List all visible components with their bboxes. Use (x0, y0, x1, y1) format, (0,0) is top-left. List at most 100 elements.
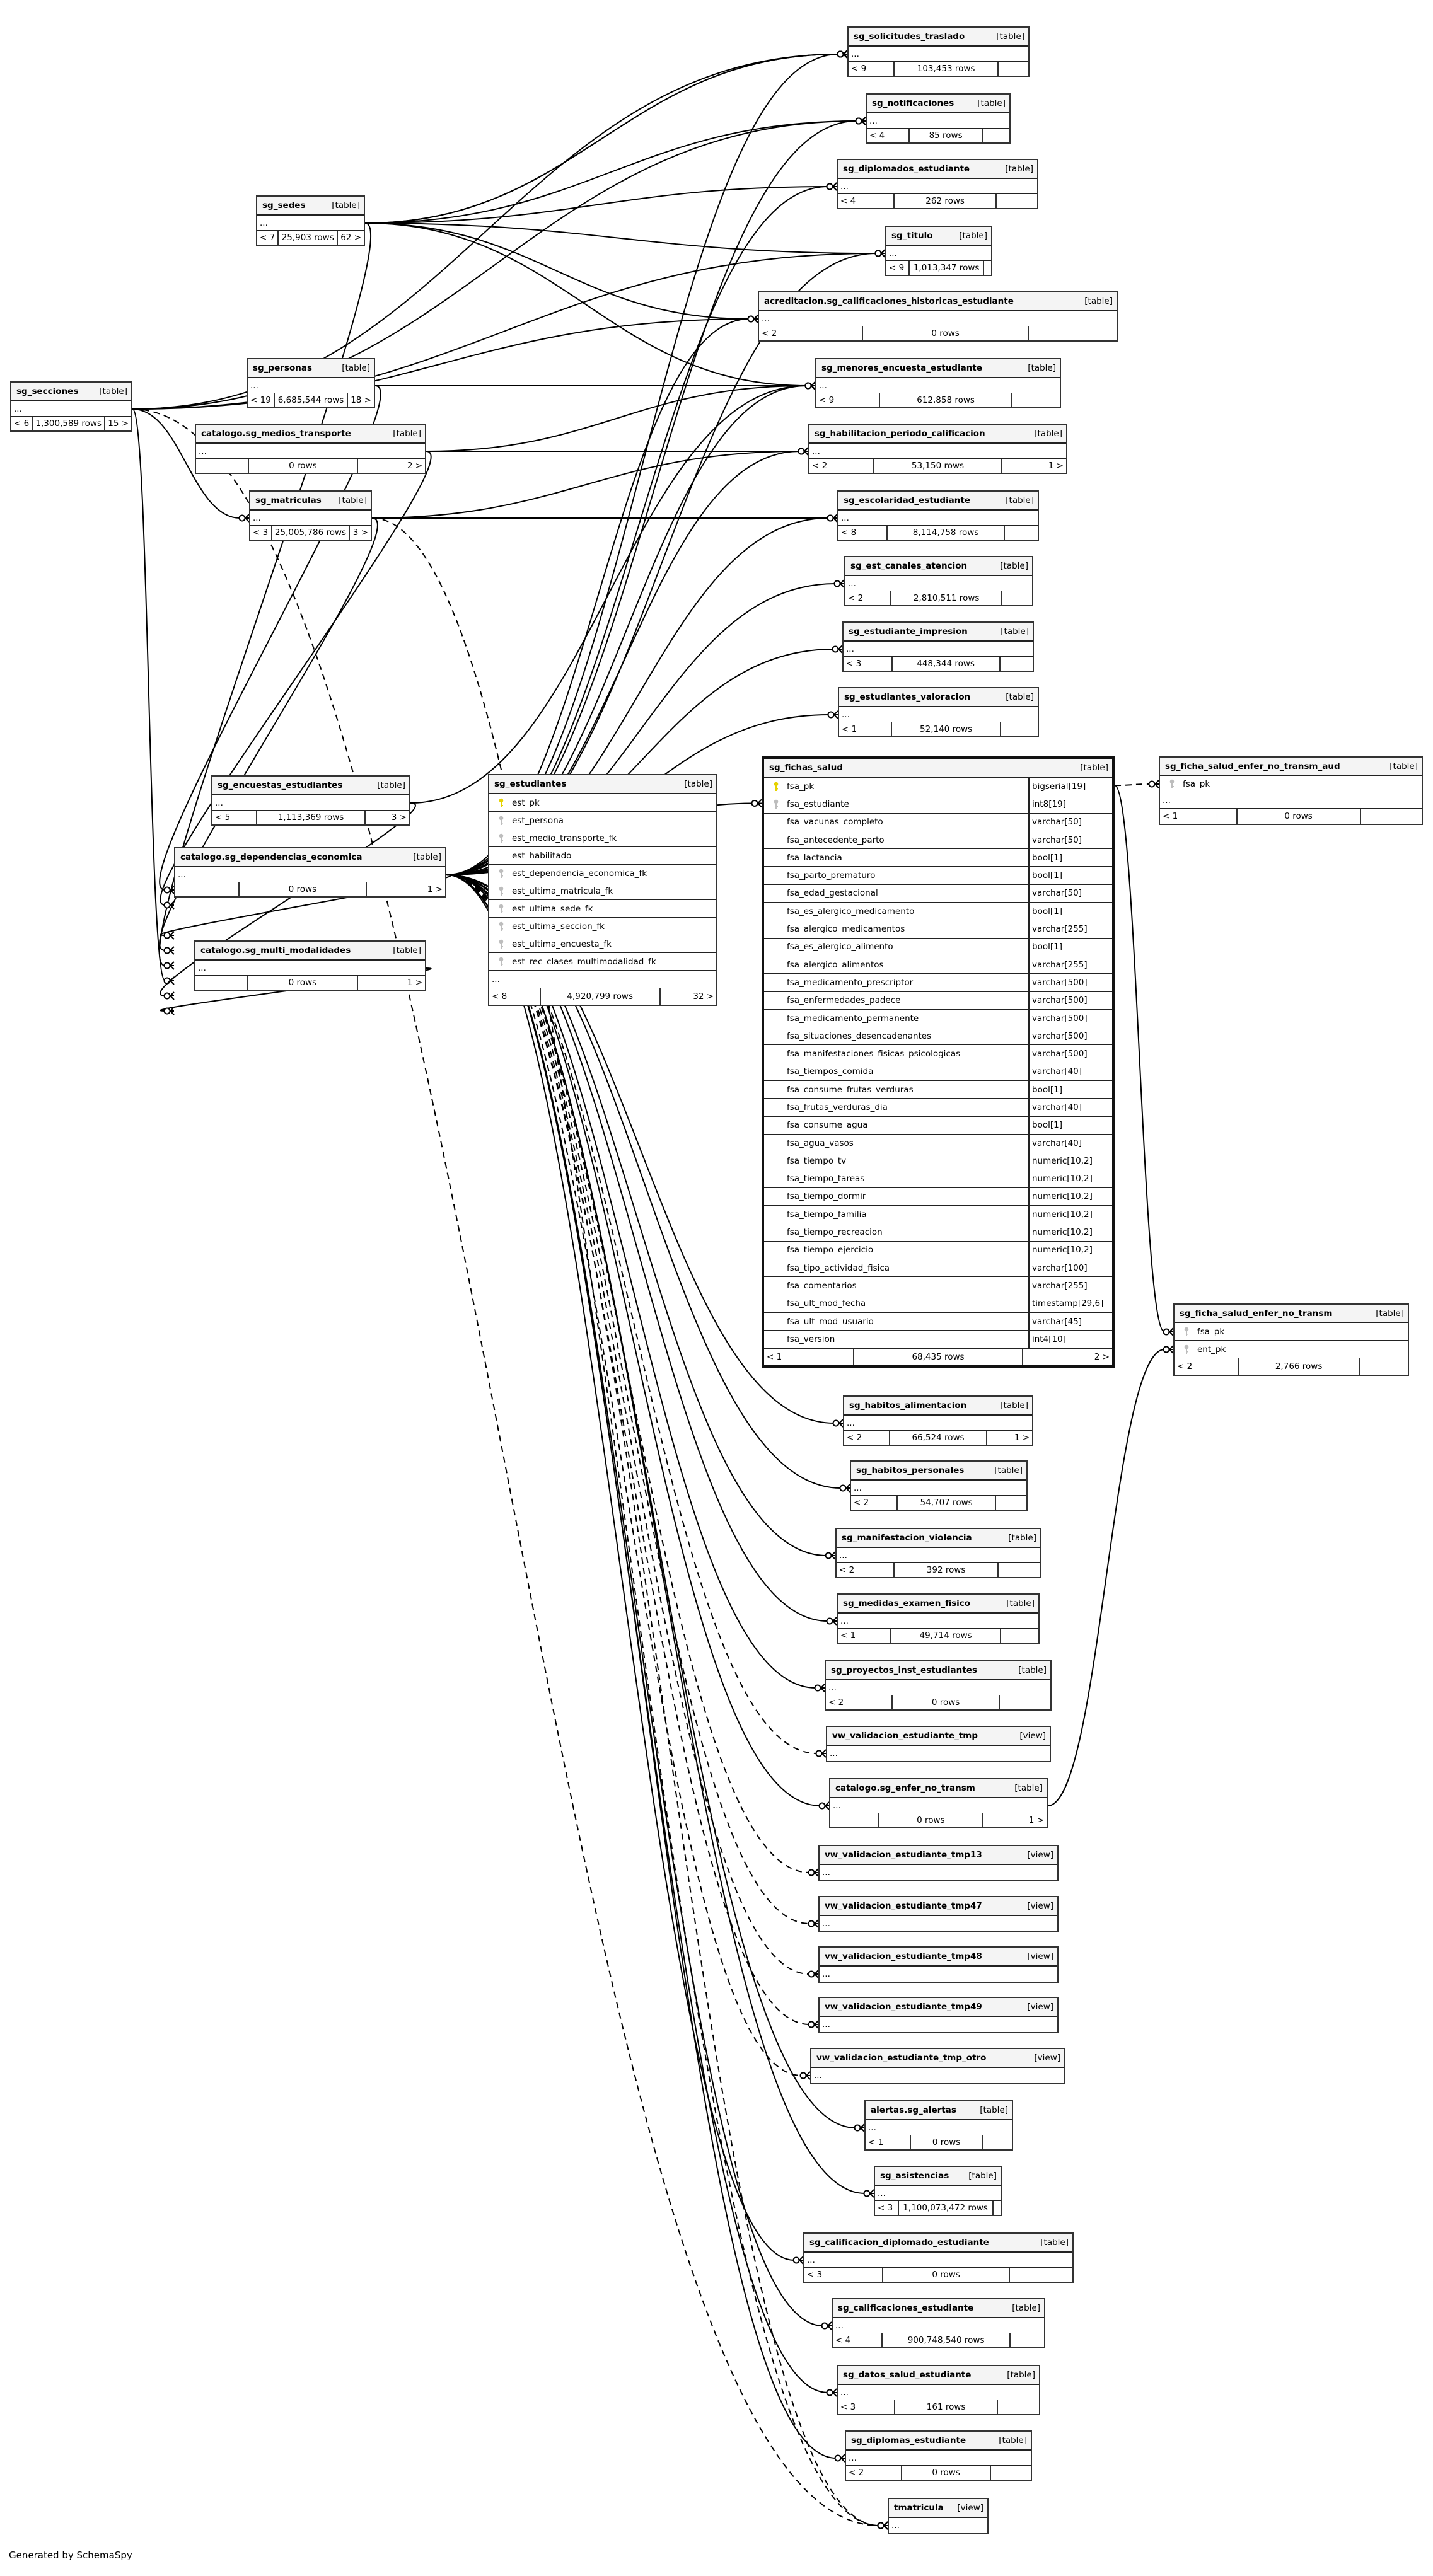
table-vw-validacion-estudiante-tmp-otro[interactable]: vw_validacion_estudiante_tmp_otro[view].… (810, 2048, 1065, 2084)
more-columns-row[interactable]: ... (248, 378, 374, 393)
column-row[interactable]: est_pk (489, 794, 716, 812)
parents-link[interactable] (830, 1813, 880, 1827)
children-link[interactable] (999, 1563, 1040, 1577)
more-columns-row[interactable]: ... (257, 216, 364, 231)
more-columns-row[interactable]: ... (809, 444, 1066, 459)
children-link[interactable] (1029, 326, 1117, 340)
children-link[interactable]: 2 > (407, 461, 423, 471)
more-columns-row[interactable]: ... (838, 2385, 1039, 2400)
parents-link[interactable]: < 8 (838, 526, 888, 540)
children-link[interactable]: 2 > (1094, 1351, 1110, 1362)
children-link[interactable]: 1 > (407, 978, 423, 988)
table-name[interactable]: catalogo.sg_multi_modalidades (200, 945, 351, 956)
table-name[interactable]: sg_diplomados_estudiante (843, 164, 970, 174)
parents-link[interactable]: < 1 (839, 722, 893, 736)
more-columns-row[interactable]: ... (838, 511, 1038, 526)
children-link[interactable]: 1 > (1028, 1815, 1044, 1825)
parents-link[interactable]: < 2 (809, 459, 874, 473)
more-columns-row[interactable]: ... (212, 795, 409, 811)
more-columns-row[interactable]: ... (833, 2318, 1044, 2333)
table-name[interactable]: sg_habitos_personales (856, 1465, 965, 1476)
parents-link[interactable] (195, 976, 249, 990)
more-columns-row[interactable]: ... (822, 1969, 830, 1979)
children-link[interactable] (1000, 1695, 1050, 1709)
parents-link[interactable]: < 9 (849, 62, 895, 76)
table-vw-validacion-estudiante-tmp49[interactable]: vw_validacion_estudiante_tmp49[view]... (818, 1997, 1059, 2033)
parents-link[interactable]: < 2 (845, 591, 891, 605)
column-row[interactable]: est_ultima_sede_fk (489, 900, 716, 918)
children-link[interactable]: 1 > (1014, 1433, 1030, 1443)
children-link[interactable] (1012, 393, 1060, 407)
table-name[interactable]: sg_sedes (262, 200, 306, 211)
children-link[interactable] (1011, 2333, 1044, 2347)
parents-link[interactable]: < 4 (867, 129, 910, 142)
column-row[interactable]: fsa_pk (1160, 776, 1422, 792)
children-link[interactable]: 18 > (351, 395, 371, 405)
parents-link[interactable]: < 9 (886, 261, 910, 275)
table-name[interactable]: sg_encuestas_estudiantes (218, 780, 343, 790)
parents-link[interactable]: < 8 (489, 988, 541, 1005)
table-catalogo-sg-enfer-no-transm[interactable]: catalogo.sg_enfer_no_transm[table]...0 r… (829, 1778, 1048, 1828)
more-columns-row[interactable]: ... (837, 1548, 1040, 1563)
parents-link[interactable]: < 4 (833, 2333, 883, 2347)
children-link[interactable]: 1 > (1048, 461, 1064, 471)
more-columns-row[interactable]: ... (867, 113, 1009, 129)
parents-link[interactable]: < 1 (1160, 809, 1238, 824)
table-name[interactable]: catalogo.sg_enfer_no_transm (835, 1783, 975, 1793)
table-sg-menores-encuesta-estudiante[interactable]: sg_menores_encuesta_estudiante[table]...… (815, 358, 1061, 408)
parents-link[interactable]: < 3 (875, 2201, 899, 2215)
children-link[interactable]: 15 > (108, 419, 129, 429)
children-link[interactable] (1360, 1358, 1408, 1375)
table-sg-ficha-salud-enfer-no-transm[interactable]: sg_ficha_salud_enfer_no_transm[table]fsa… (1173, 1303, 1409, 1376)
more-columns-row[interactable]: ... (822, 1868, 830, 1878)
children-link[interactable] (1001, 1629, 1038, 1643)
table-name[interactable]: vw_validacion_estudiante_tmp49 (825, 2002, 982, 2012)
table-name[interactable]: vw_validacion_estudiante_tmp47 (825, 1901, 982, 1911)
children-link[interactable] (999, 62, 1028, 76)
table-name[interactable]: sg_estudiantes (494, 779, 567, 789)
column-row[interactable]: est_rec_clases_multimodalidad_fk (489, 953, 716, 971)
children-link[interactable] (1361, 809, 1422, 824)
more-columns-row[interactable]: ... (822, 2019, 830, 2030)
parents-link[interactable]: < 2 (826, 1695, 893, 1709)
children-link[interactable] (997, 194, 1037, 208)
table-name[interactable]: sg_solicitudes_traslado (854, 32, 965, 42)
table-name[interactable]: vw_validacion_estudiante_tmp_otro (816, 2053, 987, 2063)
children-link[interactable] (1010, 2268, 1072, 2282)
more-columns-row[interactable]: ... (822, 1919, 830, 1929)
children-link[interactable] (983, 2135, 1012, 2149)
more-columns-row[interactable]: ... (816, 378, 1060, 393)
children-link[interactable]: 62 > (340, 233, 361, 243)
more-columns-row[interactable]: ... (886, 246, 991, 261)
table-sg-ficha-salud-enfer-no-transm-aud[interactable]: sg_ficha_salud_enfer_no_transm_aud[table… (1159, 756, 1423, 825)
parents-link[interactable] (175, 882, 240, 896)
table-name[interactable]: sg_notificaciones (872, 98, 954, 108)
parents-link[interactable]: < 2 (844, 1431, 890, 1445)
more-columns-row[interactable]: ... (11, 401, 131, 417)
more-columns-row[interactable]: ... (826, 1680, 1050, 1695)
more-columns-row[interactable]: ... (851, 1481, 1026, 1496)
